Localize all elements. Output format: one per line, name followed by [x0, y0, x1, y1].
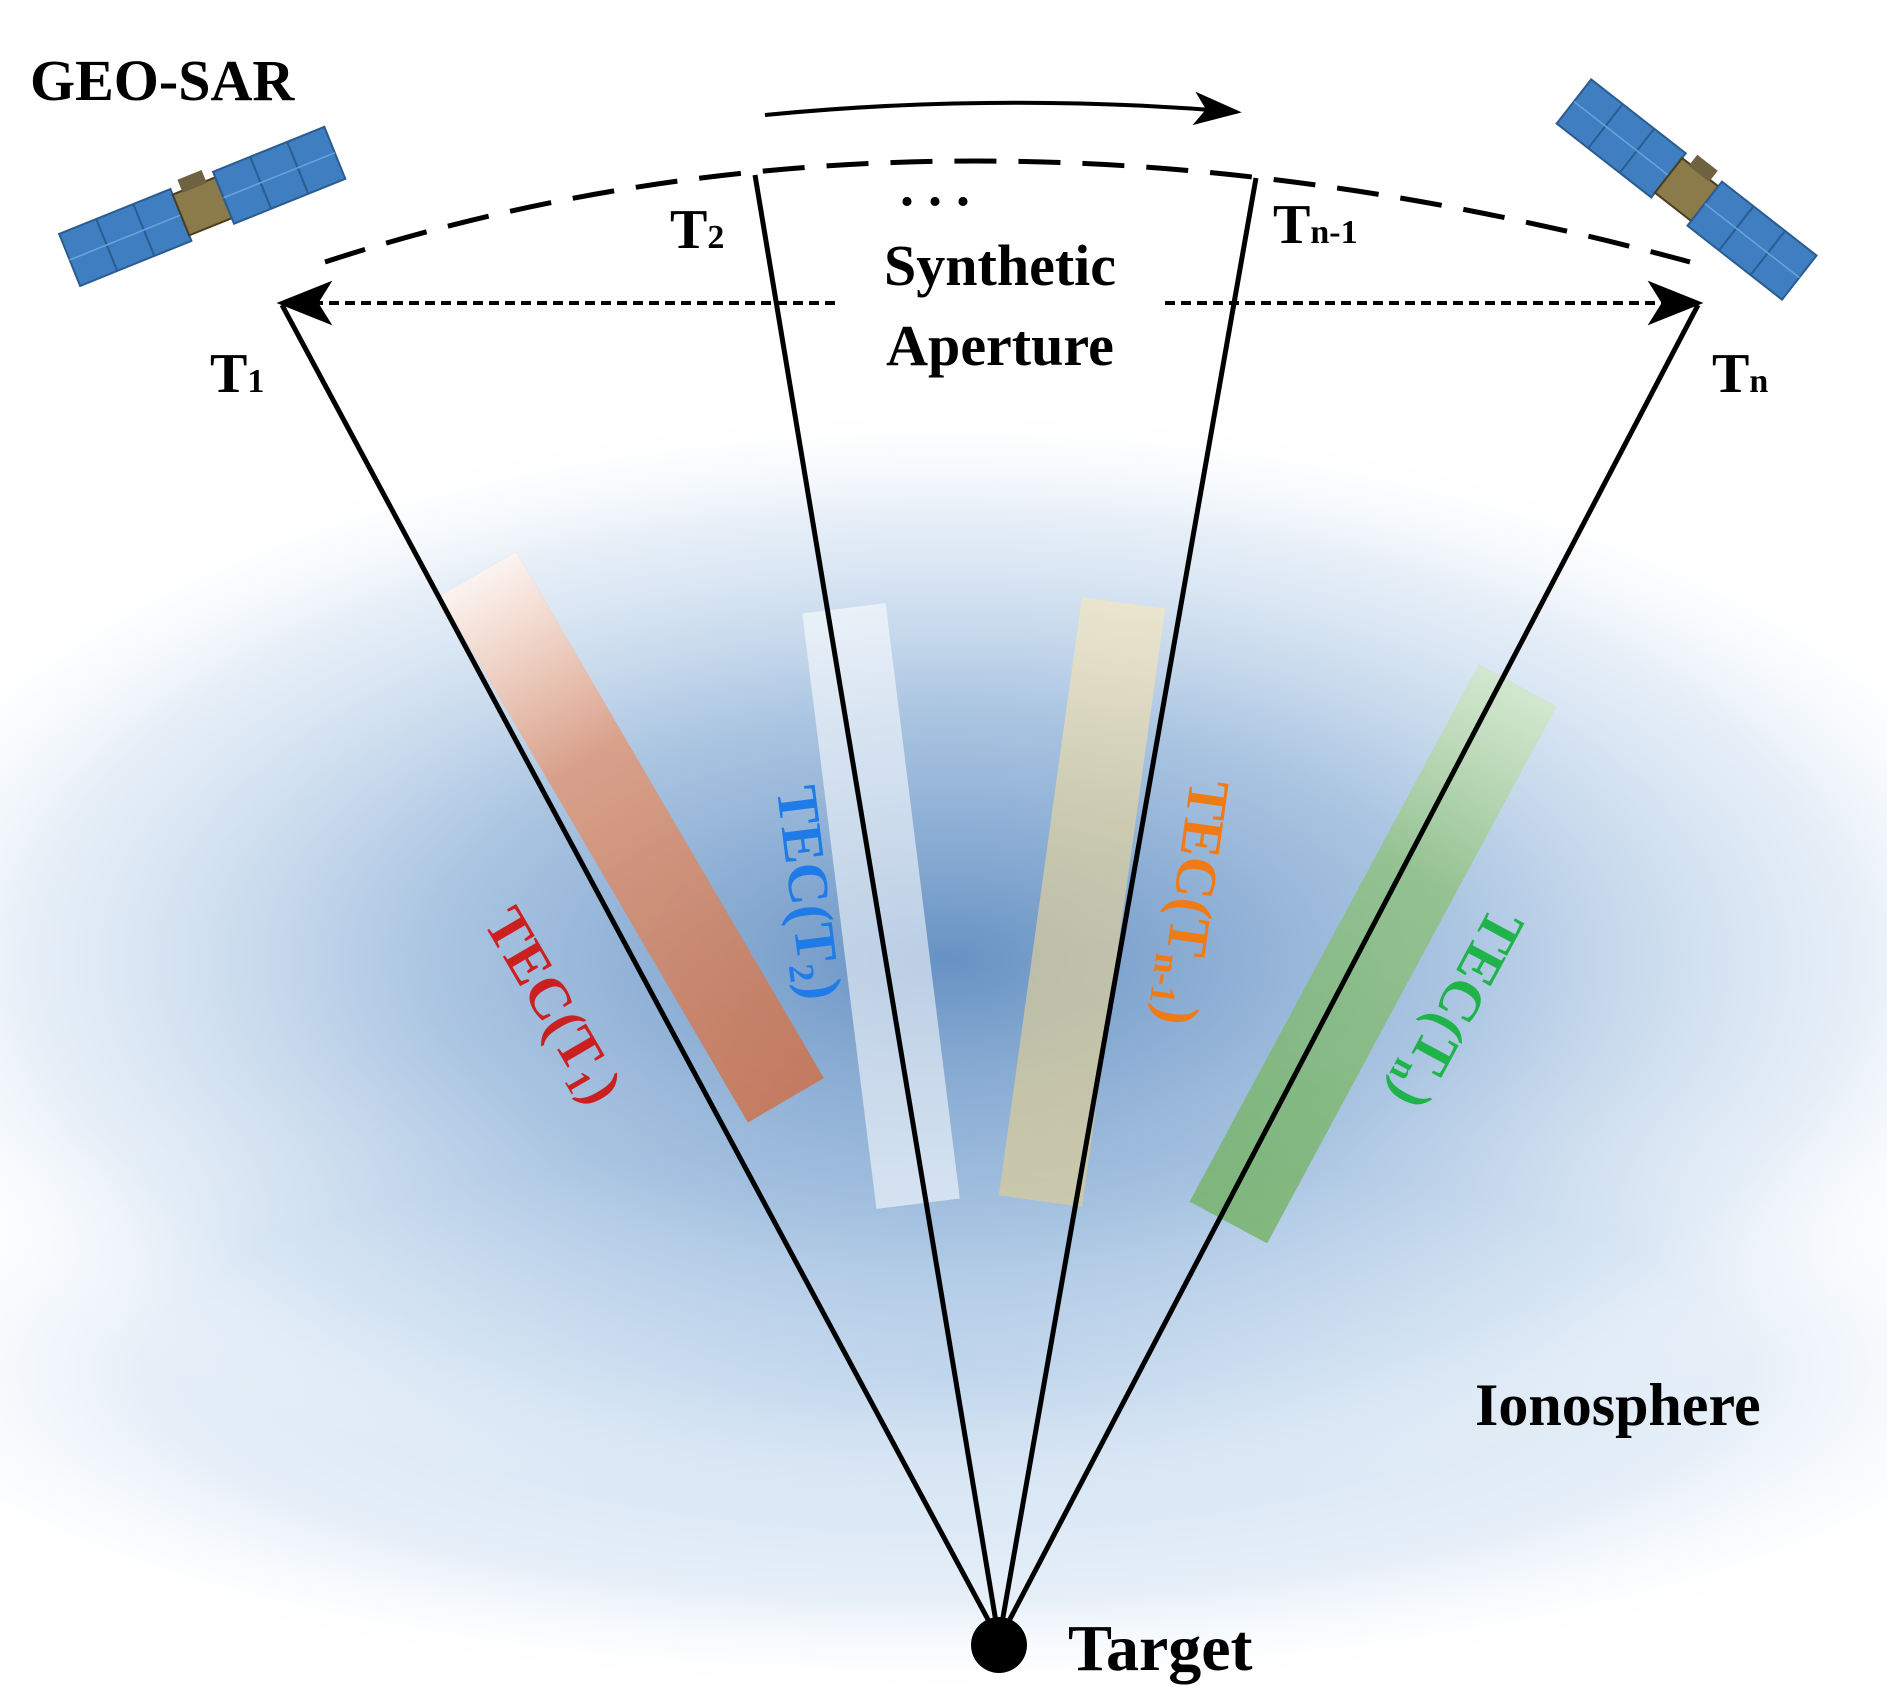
los-line-t2: [752, 174, 1002, 1641]
los-line-tn1: [996, 177, 1259, 1641]
tec-band-t1: [440, 551, 824, 1123]
ellipsis-label: . . .: [900, 156, 970, 218]
position-label-tn: Tn: [1712, 343, 1768, 405]
ionosphere-label: Ionosphere: [1475, 1372, 1761, 1438]
ionosphere-background: [0, 400, 1887, 1700]
orbit-arc: [324, 158, 1691, 265]
tec-band-t2: [802, 603, 960, 1209]
los-line-t1: [279, 303, 1002, 1642]
position-label-t2: T2: [670, 199, 724, 261]
target-label: Target: [1068, 1612, 1253, 1685]
position-label-tn1: Tn-1: [1273, 194, 1358, 256]
los-line-tn: [996, 303, 1701, 1642]
aperture-label-line2: Aperture: [886, 313, 1114, 378]
title-geo-sar: GEO-SAR: [30, 48, 295, 113]
tec-band-tn1: [998, 597, 1166, 1207]
motion-direction-arrow: [764, 91, 1242, 126]
position-label-t1: T1: [210, 343, 264, 405]
line-of-sight-lines: [279, 174, 1701, 1642]
satellite-right-icon: [1555, 78, 1818, 302]
target-point: [971, 1617, 1027, 1673]
satellite-left-icon: [57, 125, 347, 288]
aperture-label-line1: Synthetic: [884, 233, 1116, 298]
